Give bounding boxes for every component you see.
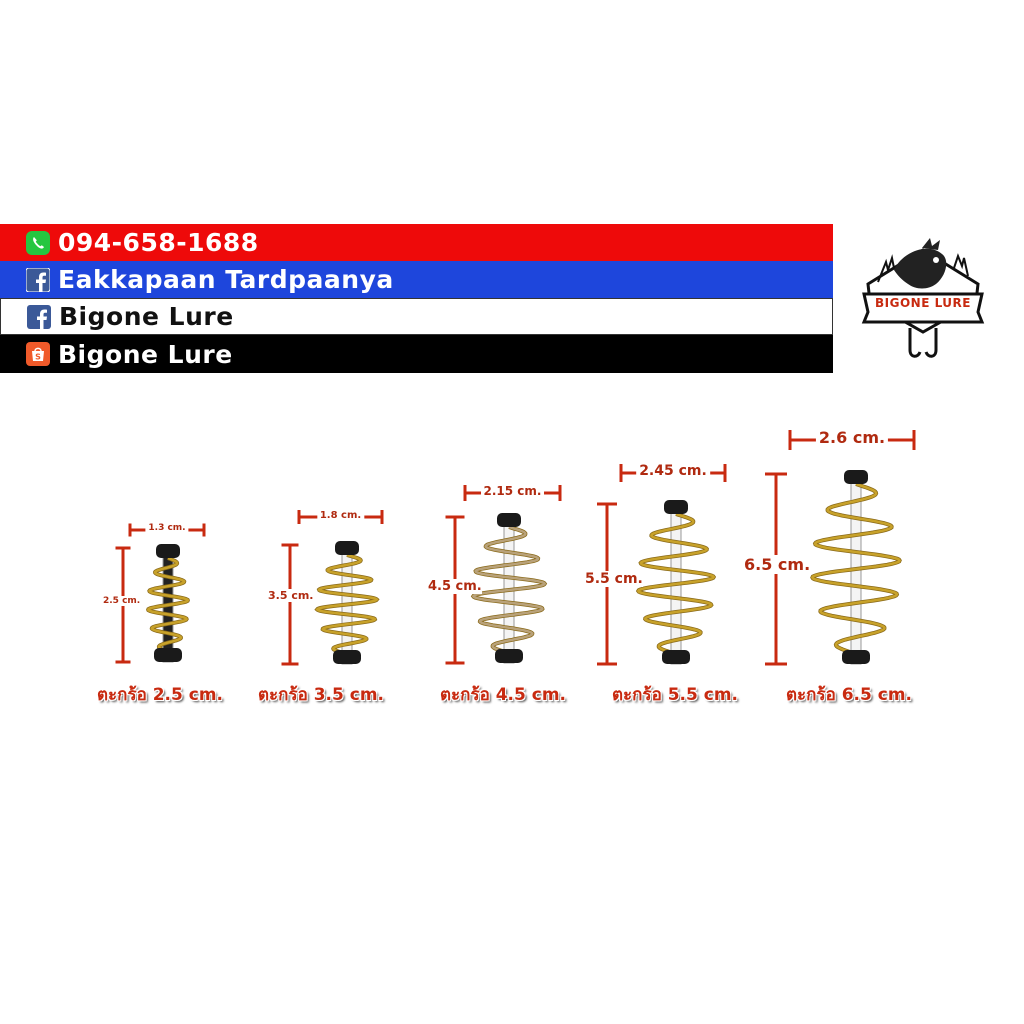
feeder-spring-highlight [315,553,379,656]
feeder-spring-highlight [636,512,716,656]
height-label: 2.5 cm. [103,595,141,606]
shop-bar: S Bigone Lure [0,335,833,373]
width-label: 1.8 cm. [316,509,365,521]
feeder-bottom-cap [154,648,182,662]
feeder-bottom-cap [842,650,870,664]
product-caption: ตะกร้อ 4.5 cm. [440,685,567,705]
product-caption: ตะกร้อ 2.5 cm. [97,685,224,705]
width-label: 2.45 cm. [636,462,710,479]
feeder-spring-highlight [471,525,547,655]
feeder-top-cap [844,470,868,484]
feeder-spring-highlight [146,556,190,654]
phone-bar: 094-658-1688 [0,224,833,261]
feeder-bottom-cap [333,650,361,664]
height-label: 5.5 cm. [585,571,643,588]
product-caption: ตะกร้อ 6.5 cm. [786,685,913,705]
product-caption: ตะกร้อ 5.5 cm. [612,685,739,705]
width-label: 2.15 cm. [480,484,545,498]
feeder-top-cap [664,500,688,514]
feeder-top-cap [156,544,180,558]
feeder-bottom-cap [662,650,690,664]
facebook-page-bar: Bigone Lure [0,298,833,335]
height-label: 3.5 cm. [268,589,314,603]
feeder-bottom-cap [495,649,523,663]
phone-icon [26,230,50,255]
phone-number: 094-658-1688 [58,228,259,257]
facebook-page-name: Bigone Lure [59,302,234,331]
shop-name: Bigone Lure [58,339,233,369]
feeder-top-cap [335,541,359,555]
height-label: 6.5 cm. [744,554,811,574]
width-label: 2.6 cm. [815,428,889,447]
bigone-lure-logo: BIGONE LURE [858,232,988,362]
feeder-spring-highlight [810,482,902,656]
facebook-icon [27,304,51,329]
product-caption: ตะกร้อ 3.5 cm. [258,685,385,705]
facebook-profile-bar: Eakkapaan Tardpaanya [0,261,833,298]
height-label: 4.5 cm. [428,578,482,594]
width-label: 1.3 cm. [145,523,189,534]
feeder-top-cap [497,513,521,527]
facebook-profile-name: Eakkapaan Tardpaanya [58,265,394,294]
shopping-bag-icon: S [26,342,50,366]
svg-text:S: S [35,353,41,362]
logo-text: BIGONE LURE [875,296,971,310]
